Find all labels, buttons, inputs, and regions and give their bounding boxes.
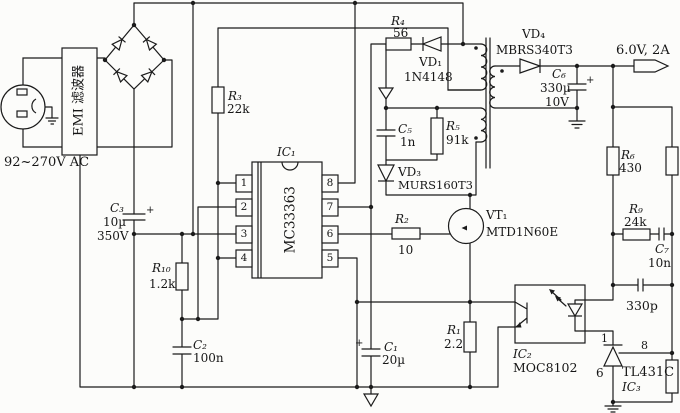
- resistor-r3: [211, 86, 225, 114]
- r4-ref: R₄: [391, 14, 405, 28]
- r3-value: 22k: [227, 102, 250, 116]
- resistor-r4: [385, 37, 412, 51]
- r5-ref: R₅: [446, 119, 460, 133]
- ic1-pin-8: 8: [326, 177, 334, 189]
- ic1-pin-3: 3: [240, 228, 248, 240]
- resistor-r10: [175, 262, 189, 291]
- vd1-part: 1N4148: [404, 70, 453, 84]
- ac-plug: [0, 84, 46, 130]
- tl431-pin-anode: 6: [596, 366, 604, 380]
- ic1-pin-4: 4: [240, 252, 248, 264]
- tl431-symbol: [603, 345, 623, 367]
- diode-vd4: [519, 58, 542, 74]
- r5-value: 91k: [446, 133, 469, 147]
- c6-voltage: 10V: [545, 95, 569, 109]
- c6-ref: C₆: [552, 67, 566, 81]
- optocoupler-box: [514, 284, 586, 344]
- ic1-pin-7: 7: [326, 201, 334, 213]
- output-terminal: [633, 59, 670, 73]
- c1-value: 20µ: [382, 353, 406, 367]
- opto-led: [566, 303, 584, 318]
- c3-value: 10µ: [103, 215, 127, 229]
- ic1-body: [235, 161, 339, 279]
- ic1-pin-5: 5: [326, 252, 334, 264]
- c5-value: 1n: [400, 135, 416, 149]
- resistor-divider-bottom: [665, 359, 679, 394]
- vd4-part: MBRS340T3: [496, 43, 573, 57]
- r2-ref: R₂: [395, 212, 409, 226]
- vt1-ref: VT₁: [486, 208, 508, 222]
- junction-dots: [102, 0, 675, 405]
- small-arrows: [461, 225, 561, 328]
- vt1-part: MTD1N60E: [486, 225, 559, 239]
- c6-value: 330µ: [540, 81, 571, 95]
- r1-value: 2.2: [444, 337, 464, 351]
- ic1-part: MC33363: [282, 186, 299, 254]
- emi-filter-box: [61, 47, 98, 156]
- diode-vd1: [421, 36, 442, 52]
- ic1-ref: IC₁: [277, 145, 296, 159]
- tl431-pin-ref: 8: [641, 339, 648, 352]
- resistor-r5: [430, 117, 444, 155]
- ic2-ref: IC₂: [513, 347, 532, 361]
- c8-value: 330p: [626, 298, 658, 313]
- component-bodies: [0, 36, 679, 408]
- r6-ref: R₆: [621, 148, 635, 162]
- c2-ref: C₂: [193, 338, 207, 352]
- vd3-ref: VD₃: [398, 165, 422, 179]
- ic1-pin-1: 1: [240, 177, 248, 189]
- ic3-part: TL431C: [622, 365, 675, 380]
- vd1-ref: VD₁: [419, 55, 443, 69]
- ground-arrow-icon: [362, 393, 380, 408]
- output-label: 6.0V, 2A: [616, 43, 670, 58]
- r1-ref: R₁: [447, 323, 461, 337]
- ic1-pin-6: 6: [326, 228, 334, 240]
- r9-value: 24k: [624, 215, 647, 229]
- c1-polarity: +: [355, 338, 364, 349]
- c7-value: 10n: [648, 256, 671, 270]
- tl431-pin-cathode: 1: [601, 332, 608, 345]
- ic2-part: MOC8102: [513, 360, 578, 375]
- down-arrow-icon: [377, 87, 395, 101]
- r6-value: 430: [619, 161, 642, 175]
- c3-polarity: +: [146, 205, 155, 216]
- emi-filter-label: EMI 滤波器: [71, 64, 87, 137]
- c2-value: 100n: [193, 351, 224, 365]
- c3-ref: C₃: [110, 201, 124, 215]
- c1-ref: C₁: [384, 340, 398, 354]
- resistor-r1: [463, 321, 477, 353]
- diode-vd3: [377, 164, 395, 183]
- vd3-part: MURS160T3: [398, 178, 473, 192]
- resistor-r6: [606, 146, 620, 176]
- ic1-pin-2: 2: [240, 201, 248, 213]
- c7-ref: C₇: [655, 242, 669, 256]
- c6-polarity: +: [586, 75, 595, 86]
- r10-value: 1.2k: [149, 277, 176, 291]
- resistor-r2: [391, 227, 421, 240]
- bridge-rectifier: [111, 36, 158, 84]
- r4-value: 56: [393, 26, 409, 40]
- ic3-ref: IC₃: [622, 380, 641, 394]
- c5-ref: C₅: [398, 122, 412, 136]
- resistor-r9: [622, 228, 651, 241]
- c3-voltage: 350V: [97, 229, 129, 243]
- ac-input-label: 92~270V AC: [4, 155, 90, 170]
- r10-ref: R₁₀: [152, 261, 171, 275]
- r9-ref: R₉: [629, 202, 643, 216]
- wires: [22, 2, 673, 413]
- vd4-ref: VD₄: [522, 27, 546, 41]
- r2-value: 10: [398, 243, 414, 257]
- resistor-divider-top: [665, 146, 679, 176]
- r3-ref: R₃: [228, 89, 242, 103]
